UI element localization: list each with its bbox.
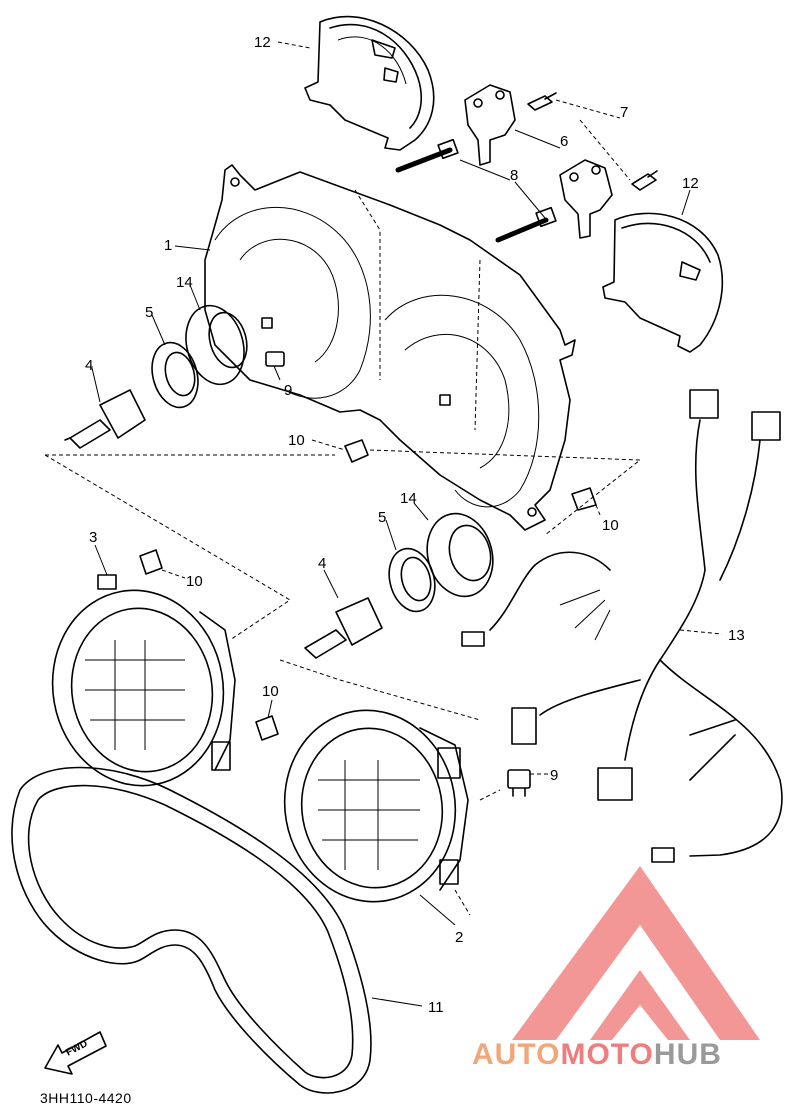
callout-10-c: 10 [161, 569, 203, 590]
part-7-screw-upper [527, 92, 557, 111]
callout-1: 1 [164, 237, 211, 254]
svg-text:6: 6 [560, 133, 568, 150]
callout-5-upper: 5 [145, 304, 166, 346]
part-10-grommet-c [139, 549, 163, 575]
callout-8: 8 [459, 159, 546, 219]
part-10-grommet-b [571, 487, 597, 511]
svg-text:9: 9 [284, 382, 292, 399]
callout-3: 3 [89, 529, 108, 576]
part-7-screw-lower [631, 170, 658, 191]
callout-12-top: 12 [254, 34, 311, 51]
svg-text:12: 12 [682, 175, 699, 192]
part-12-cover-right [602, 212, 724, 353]
part-2-headlight-unit-right [283, 709, 469, 903]
svg-text:7: 7 [620, 104, 628, 121]
part-5-bulb-holder-ring-middle [388, 547, 436, 613]
svg-text:9: 9 [550, 767, 558, 784]
callout-7: 7 [555, 99, 628, 121]
callout-10-b: 10 [595, 504, 619, 534]
part-8-adjuster-bolt-lower [495, 206, 557, 243]
callout-4-upper: 4 [85, 357, 101, 403]
fwd-label: FWD [64, 1038, 89, 1058]
svg-text:5: 5 [145, 304, 153, 321]
forward-direction-arrow: FWD [44, 1031, 107, 1075]
part-1-headlight-housing [204, 164, 576, 531]
part-6-bracket-upper [464, 84, 516, 166]
part-8-adjuster-bolt-upper [395, 138, 459, 173]
svg-text:14: 14 [400, 490, 417, 507]
svg-text:11: 11 [428, 999, 444, 1016]
callout-6: 6 [514, 129, 568, 150]
callout-14-upper: 14 [176, 274, 201, 311]
callout-10-a: 10 [288, 432, 346, 451]
svg-text:4: 4 [85, 357, 93, 374]
diagram-reference-code: 3HH110-4420 [40, 1090, 132, 1106]
svg-text:10: 10 [602, 517, 619, 534]
part-2-lens-pattern [318, 760, 420, 870]
callout-5-middle: 5 [378, 509, 397, 551]
svg-text:5: 5 [378, 509, 386, 526]
part-4-bulb-upper [64, 389, 146, 449]
callout-12-right: 12 [681, 175, 699, 216]
svg-text:10: 10 [262, 683, 279, 700]
callout-2: 2 [419, 894, 463, 946]
callout-9-upper: 9 [273, 365, 292, 399]
part-13-wire-harness [461, 389, 783, 863]
svg-text:8: 8 [510, 167, 518, 184]
part-3-lens-pattern [85, 640, 185, 750]
part-5-bulb-holder-ring-upper [151, 341, 199, 409]
part-10-grommet-d [255, 715, 279, 741]
watermark-brand-text: AUTOMOTOHUB [472, 1038, 722, 1071]
part-10-grommet-a [344, 439, 369, 463]
part-4-bulb-middle [304, 597, 383, 659]
svg-text:2: 2 [455, 929, 463, 946]
callout-4-middle: 4 [318, 555, 339, 599]
svg-text:3: 3 [89, 529, 97, 546]
part-11-trim-frame [11, 766, 372, 1094]
svg-text:10: 10 [288, 432, 305, 449]
part-9-bulb-lower [507, 769, 531, 797]
svg-text:1: 1 [164, 237, 172, 254]
part-6-bracket-lower [559, 159, 613, 239]
part-12-cover-left [304, 15, 435, 151]
assembly-guide-lines [44, 119, 642, 916]
svg-text:14: 14 [176, 274, 193, 291]
callout-9-lower: 9 [530, 767, 558, 784]
svg-text:12: 12 [254, 34, 271, 51]
callout-14-middle: 14 [400, 490, 429, 521]
svg-text:13: 13 [728, 627, 745, 644]
callout-13: 13 [679, 627, 745, 644]
svg-text:4: 4 [318, 555, 326, 572]
watermark-logo [512, 866, 760, 1040]
callout-11: 11 [371, 997, 444, 1016]
svg-text:10: 10 [186, 573, 203, 590]
part-9-bulb-upper-right [265, 351, 285, 367]
part-3-headlight-unit-left [51, 574, 236, 787]
callout-10-d: 10 [262, 683, 279, 719]
